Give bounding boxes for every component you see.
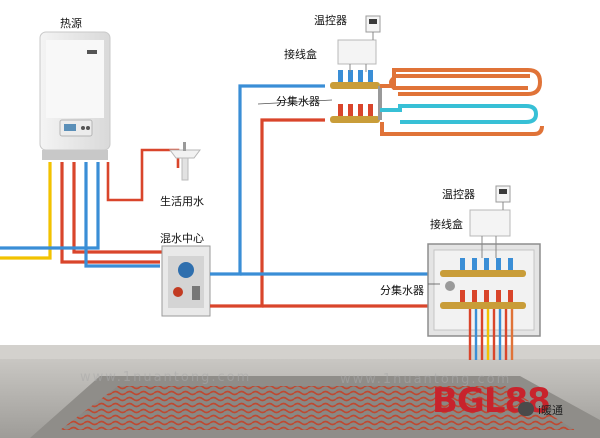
watermark-right: www.1nuantong.com	[340, 372, 512, 387]
thermostat-top-label: 温控器	[314, 14, 347, 27]
riser-pipes	[210, 84, 440, 308]
manifold-bottom-label: 分集水器	[380, 284, 424, 297]
thermostat-bottom-label: 温控器	[442, 188, 475, 201]
junction-box-top-label: 接线盒	[284, 48, 317, 61]
floor-heating-coil	[60, 386, 575, 430]
top-thermostat	[365, 15, 381, 33]
mixing-center-label: 混水中心	[160, 232, 204, 245]
watermark-left: www.1nuantong.com	[80, 370, 252, 385]
bottom-floor-pipes	[468, 309, 514, 360]
bottom-junction-box	[469, 202, 511, 258]
domestic-water-label: 生活用水	[160, 195, 204, 208]
credit-text: i暖通	[538, 404, 564, 417]
junction-box-bottom-label: 接线盒	[430, 218, 463, 231]
boiler-pipes	[0, 148, 180, 268]
manifold-top-label: 分集水器	[276, 95, 320, 108]
heat-source-label: 热源	[60, 17, 82, 30]
label-leaders	[257, 99, 440, 285]
credit-badge	[518, 402, 534, 416]
boiler-unit	[39, 31, 111, 160]
sink	[169, 142, 201, 181]
top-heating-loops	[380, 68, 544, 136]
top-manifold	[330, 70, 382, 123]
mixing-center-box	[161, 245, 211, 317]
floor-slab	[0, 345, 600, 438]
bottom-thermostat	[495, 185, 511, 203]
top-junction-box	[337, 32, 377, 72]
bottom-manifold-cabinet	[427, 243, 541, 337]
